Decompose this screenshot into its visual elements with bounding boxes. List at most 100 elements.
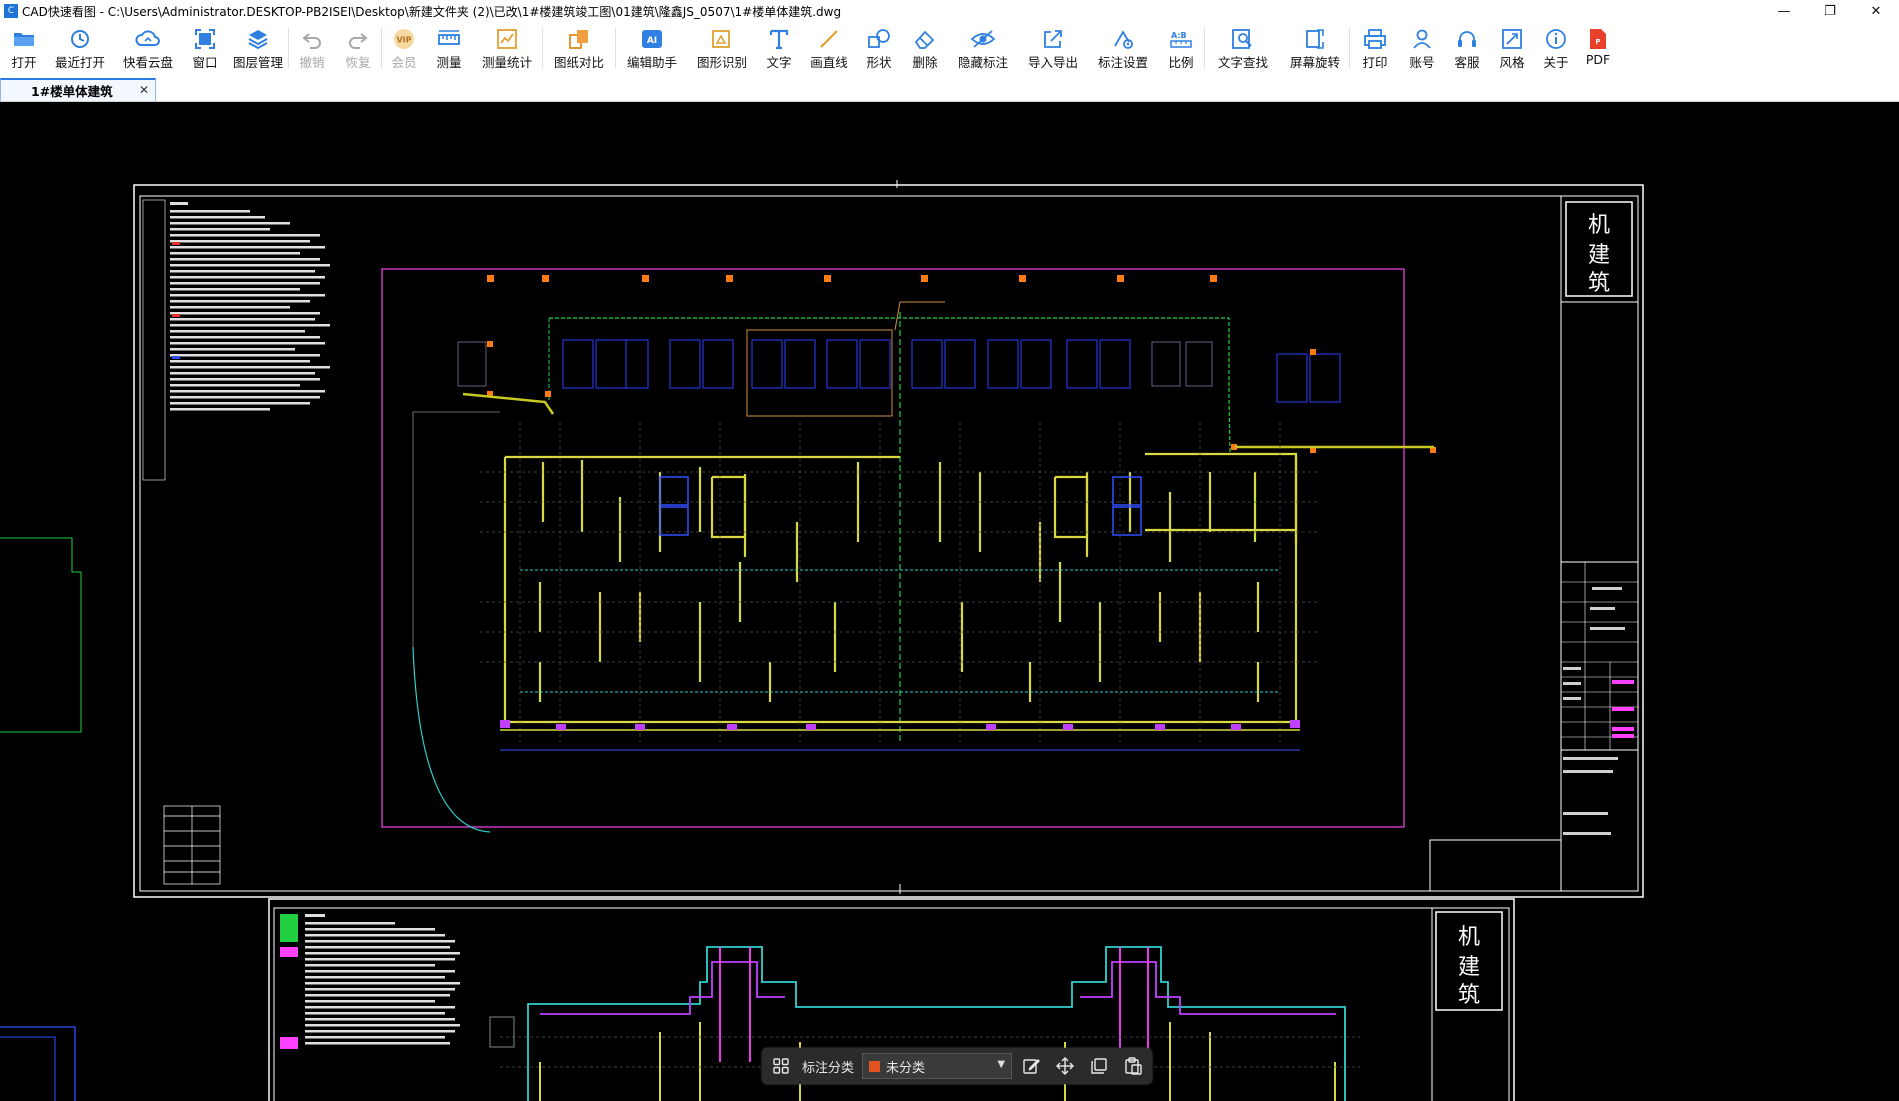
eye-icon bbox=[970, 28, 996, 50]
headset-icon bbox=[1454, 28, 1480, 50]
restore-button[interactable]: ❐ bbox=[1824, 3, 1836, 19]
line-label: 画直线 bbox=[810, 55, 848, 70]
tab-1-building[interactable]: 1#楼单体建筑 ✕ bbox=[0, 78, 156, 101]
layers-label: 图层管理 bbox=[232, 55, 283, 70]
text-label: 文字 bbox=[766, 55, 792, 70]
recent-label: 最近打开 bbox=[54, 55, 105, 70]
redo-label: 恢复 bbox=[345, 55, 371, 70]
account-button[interactable]: 账号 bbox=[1400, 22, 1444, 74]
design-notes-block bbox=[142, 199, 330, 481]
ann-settings-button[interactable]: 标注设置 bbox=[1088, 22, 1158, 74]
scale-button[interactable]: A:B 比例 bbox=[1158, 22, 1204, 74]
find-text-button[interactable]: 文字查找 bbox=[1205, 22, 1281, 74]
compare-button[interactable]: 图纸对比 bbox=[543, 22, 615, 74]
measure-stats-label: 测量统计 bbox=[481, 55, 532, 70]
app-logo-icon: C bbox=[4, 4, 18, 18]
ann-settings-label: 标注设置 bbox=[1097, 55, 1148, 70]
print-button[interactable]: 打印 bbox=[1350, 22, 1400, 74]
annotation-category-select[interactable]: 未分类 ▼ bbox=[862, 1053, 1013, 1079]
import-export-button[interactable]: 导入导出 bbox=[1018, 22, 1088, 74]
shape-recognition-icon bbox=[709, 28, 735, 50]
user-icon bbox=[1409, 28, 1435, 50]
folder-icon bbox=[11, 28, 37, 50]
paste-icon[interactable] bbox=[1118, 1051, 1148, 1081]
road-curve bbox=[412, 646, 491, 833]
eraser-icon bbox=[912, 28, 938, 50]
window-button[interactable]: 窗口 bbox=[182, 22, 228, 74]
measure-stats-button[interactable]: 测量统计 bbox=[472, 22, 542, 74]
title-block-rows bbox=[1561, 562, 1638, 750]
drawing-canvas[interactable]: 机 建 筑 bbox=[0, 102, 1899, 1101]
stamp-char-2: 建 bbox=[1588, 243, 1610, 268]
hide-ann-button[interactable]: 隐藏标注 bbox=[948, 22, 1018, 74]
adjacent-sheet-outline bbox=[0, 537, 82, 733]
title-block-text bbox=[1563, 587, 1625, 835]
shape-icon bbox=[866, 28, 892, 50]
cad-drawing: 机 建 筑 bbox=[0, 180, 1644, 1101]
area-table bbox=[163, 805, 221, 885]
minimize-button[interactable]: — bbox=[1777, 3, 1791, 19]
sheet-1-outer-frame bbox=[133, 184, 1644, 898]
style-icon bbox=[1499, 28, 1525, 50]
svg-text:机: 机 bbox=[1458, 925, 1480, 950]
service-label: 客服 bbox=[1454, 55, 1480, 70]
recent-button[interactable]: 最近打开 bbox=[46, 22, 114, 74]
style-label: 风格 bbox=[1499, 55, 1525, 70]
stamp-logo-2 bbox=[1435, 911, 1503, 1011]
measure-button[interactable]: 测量 bbox=[426, 22, 472, 74]
hide-ann-label: 隐藏标注 bbox=[957, 55, 1008, 70]
parking-stalls-grey bbox=[457, 341, 1213, 387]
edit-helper-icon: AI bbox=[639, 28, 665, 50]
text-button[interactable]: 文字 bbox=[756, 22, 802, 74]
ruler-icon bbox=[436, 28, 462, 50]
site-boundary bbox=[381, 268, 1405, 828]
shape-button[interactable]: 形状 bbox=[856, 22, 902, 74]
title-bar: C CAD快速看图 - C:\Users\Administrator.DESKT… bbox=[0, 0, 1899, 22]
undo-button[interactable]: 撤销 bbox=[289, 22, 335, 74]
compare-icon bbox=[566, 28, 592, 50]
entrance-canopy bbox=[746, 329, 893, 417]
style-button[interactable]: 风格 bbox=[1490, 22, 1534, 74]
line-button[interactable]: 画直线 bbox=[802, 22, 856, 74]
toolbar-separator bbox=[542, 28, 543, 68]
close-button[interactable]: ✕ bbox=[1870, 3, 1882, 19]
move-icon[interactable] bbox=[1050, 1051, 1080, 1081]
shape-label: 形状 bbox=[866, 55, 892, 70]
scale-label: 比例 bbox=[1168, 55, 1194, 70]
delete-button[interactable]: 删除 bbox=[902, 22, 948, 74]
property-line bbox=[549, 317, 1231, 453]
vip-icon: VIP bbox=[391, 28, 417, 50]
rotate-button[interactable]: 屏幕旋转 bbox=[1281, 22, 1349, 74]
layers-button[interactable]: 图层管理 bbox=[228, 22, 288, 74]
about-button[interactable]: 关于 bbox=[1534, 22, 1578, 74]
copy-icon[interactable] bbox=[1084, 1051, 1114, 1081]
parking-stalls bbox=[562, 339, 1341, 403]
stamp-char-1: 机 bbox=[1588, 213, 1610, 238]
svg-text:P: P bbox=[1595, 38, 1600, 46]
redo-button[interactable]: 恢复 bbox=[335, 22, 381, 74]
road-edge-left bbox=[462, 392, 555, 415]
stamp-char-3: 筑 bbox=[1588, 271, 1610, 296]
cloud-label: 快看云盘 bbox=[122, 55, 173, 70]
edit-icon[interactable] bbox=[1016, 1051, 1046, 1081]
scale-icon: A:B bbox=[1168, 28, 1194, 50]
structural-grid bbox=[480, 422, 1320, 742]
find-text-label: 文字查找 bbox=[1217, 55, 1268, 70]
import-export-label: 导入导出 bbox=[1027, 55, 1078, 70]
tab-close-icon[interactable]: ✕ bbox=[138, 83, 149, 97]
rotate-label: 屏幕旋转 bbox=[1289, 55, 1340, 70]
sheet-2-inner-frame bbox=[273, 907, 1510, 1101]
grid-menu-icon[interactable] bbox=[766, 1051, 796, 1081]
shape-recog-button[interactable]: 图形识别 bbox=[688, 22, 756, 74]
pdf-icon: P bbox=[1585, 28, 1611, 50]
service-button[interactable]: 客服 bbox=[1444, 22, 1490, 74]
cloud-button[interactable]: 快看云盘 bbox=[114, 22, 182, 74]
sheet-2-outer-frame bbox=[268, 898, 1515, 1101]
stats-icon bbox=[494, 28, 520, 50]
undo-label: 撤销 bbox=[299, 55, 325, 70]
open-button[interactable]: 打开 bbox=[2, 22, 46, 74]
